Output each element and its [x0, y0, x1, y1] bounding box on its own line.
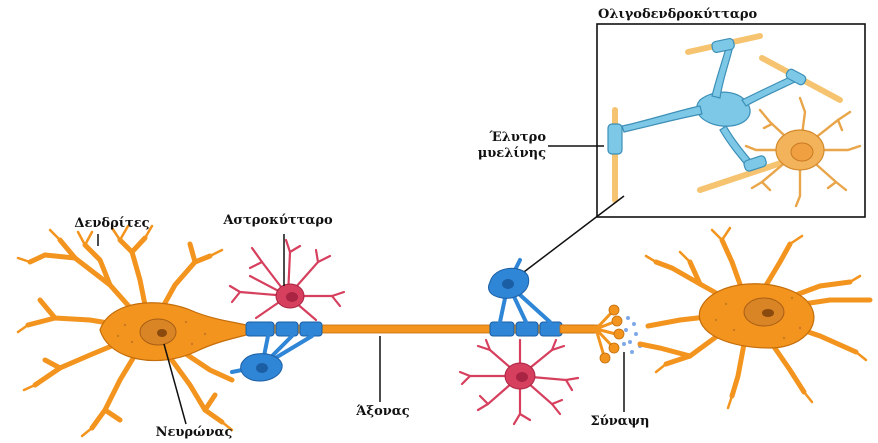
neuron-label: Νευρώνας	[156, 425, 233, 441]
inset-leader-line	[516, 196, 624, 278]
synaptic-vesicles	[622, 316, 642, 354]
axon-label: Άξονας	[356, 404, 409, 420]
myelin-sheath-label-line1: Έλυτρο	[476, 130, 546, 146]
oligodendrocyte-right	[489, 260, 551, 322]
myelin-sheath-label: Έλυτρο μυελίνης	[476, 130, 546, 162]
dendrites-label: Δενδρίτες	[74, 216, 149, 232]
synapse-label: Σύναψη	[591, 414, 650, 430]
astrocyte-top	[230, 240, 344, 320]
left-neuron	[18, 226, 250, 436]
right-neuron	[640, 228, 870, 408]
oligodendrocyte-left	[232, 336, 312, 381]
astrocyte-label: Αστροκύτταρο	[223, 213, 332, 229]
myelin-sheath-label-line2: μυελίνης	[476, 146, 546, 162]
astrocyte-bottom	[460, 340, 578, 424]
axon-terminal	[560, 305, 624, 363]
oligodendrocyte-inset	[597, 24, 865, 217]
oligodendrocyte-label: Ολιγοδενδροκύτταρο	[598, 7, 757, 23]
